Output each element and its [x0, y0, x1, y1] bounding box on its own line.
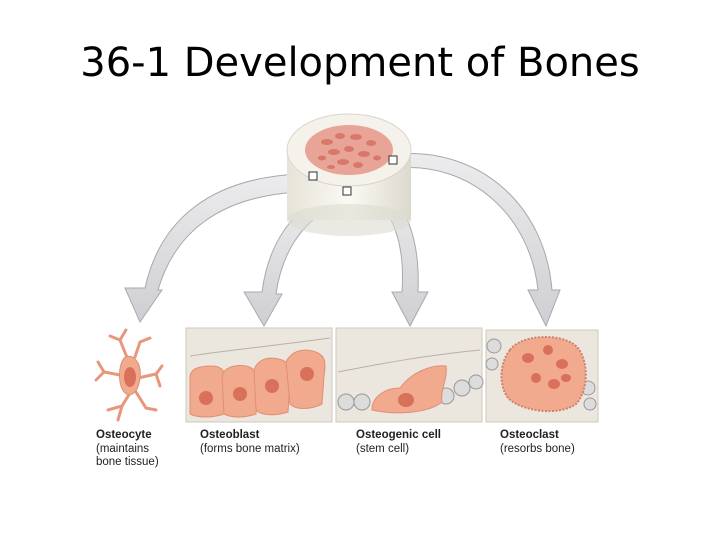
osteoclast-caption: Osteoclast (resorbs bone) — [500, 429, 575, 456]
bone-cross-section — [286, 113, 412, 236]
cell-description: (stem cell) — [356, 442, 410, 455]
osteoclast-illustration — [485, 329, 599, 423]
osteoblast-illustration — [185, 327, 333, 423]
cell-name: Osteogenic cell — [356, 429, 442, 441]
marker-square — [388, 155, 398, 165]
cell-name: Osteoblast — [200, 429, 260, 441]
cell-description: (maintains bone tissue) — [96, 442, 159, 469]
arrow-to-osteocyte — [124, 173, 301, 324]
osteogenic-cell-illustration — [335, 327, 484, 423]
arrow-to-osteoclast — [397, 153, 561, 328]
osteocyte-illustration — [94, 328, 164, 422]
marker-square — [308, 171, 318, 181]
cell-description: (forms bone matrix) — [200, 442, 300, 455]
osteogenic-cell-caption: Osteogenic cell (stem cell) — [356, 429, 441, 456]
slide-title: 36-1 Development of Bones — [80, 40, 640, 86]
osteocyte-caption: Osteocyte (maintains bone tissue) — [96, 429, 159, 470]
cell-description: (resorbs bone) — [500, 442, 575, 455]
marker-square — [342, 186, 352, 196]
cell-name: Osteoclast — [500, 429, 559, 441]
osteoblast-caption: Osteoblast (forms bone matrix) — [200, 429, 300, 456]
cell-name: Osteocyte — [96, 429, 152, 441]
